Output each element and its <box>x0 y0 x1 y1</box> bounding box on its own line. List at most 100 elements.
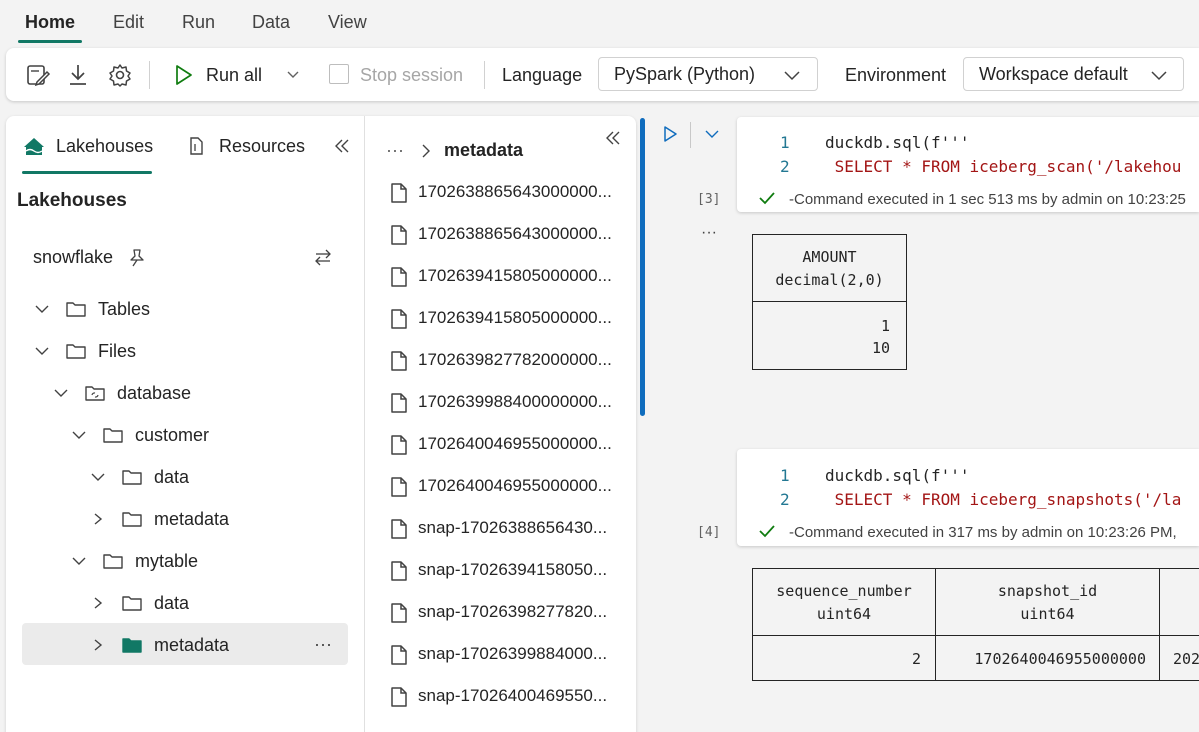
file-name: snap-17026398277820... <box>418 602 608 621</box>
table-column-divider <box>935 569 936 680</box>
file-name: 1702640046955000000... <box>418 434 612 453</box>
menu-home[interactable]: Home <box>25 12 76 32</box>
resources-file-icon <box>190 137 203 155</box>
file-name: snap-17026400469550... <box>418 686 608 705</box>
file-list-item[interactable]: snap-17026394158050... <box>389 550 634 592</box>
run-cell-play-icon[interactable] <box>661 124 679 144</box>
file-list-item[interactable]: 1702638865643000000... <box>389 172 634 214</box>
stop-session-checkbox[interactable] <box>329 64 349 84</box>
chevron-right-icon[interactable] <box>89 637 107 653</box>
table-header-type: uint64 <box>1020 605 1075 623</box>
tree-item-mytable-metadata[interactable]: metadata <box>89 625 339 665</box>
file-name: 1702638865643000000... <box>418 224 612 243</box>
file-icon <box>391 645 407 665</box>
switch-lakehouse-icon[interactable] <box>313 247 333 267</box>
chevron-down-icon[interactable] <box>33 301 51 317</box>
tree-label: data <box>154 593 190 613</box>
file-list-item[interactable]: 1702639988400000000... <box>389 382 634 424</box>
environment-value: Workspace default <box>979 64 1128 84</box>
file-list-item[interactable]: snap-17026399884000... <box>389 634 634 676</box>
run-all-button[interactable]: Run all <box>206 65 263 85</box>
table-cell: 202 <box>1173 650 1199 668</box>
table-header: AMOUNT <box>802 248 857 266</box>
file-list-item[interactable]: snap-17026388656430... <box>389 508 634 550</box>
execution-count: [3] <box>697 192 721 207</box>
chevron-right-icon[interactable] <box>89 595 107 611</box>
code-line-2[interactable]: SELECT * FROM iceberg_scan('/lakehou <box>825 157 1182 176</box>
file-list-item[interactable]: 1702639827782000000... <box>389 340 634 382</box>
tree-item-mytable-data[interactable]: data <box>89 583 339 623</box>
folder-icon <box>66 302 86 317</box>
table-cell: 10 <box>871 339 890 357</box>
file-icon <box>391 519 407 539</box>
tree-item-mytable[interactable]: mytable <box>70 541 340 581</box>
file-icon <box>391 603 407 623</box>
file-name: 1702639415805000000... <box>418 266 612 285</box>
menu-data[interactable]: Data <box>252 12 291 32</box>
code-cell-2[interactable]: 1 duckdb.sql(f''' 2 SELECT * FROM iceber… <box>737 449 1199 546</box>
download-icon[interactable] <box>65 62 91 88</box>
tree-item-database[interactable]: database <box>52 373 342 413</box>
edit-notebook-icon[interactable] <box>25 62 51 88</box>
code-line-2[interactable]: SELECT * FROM iceberg_snapshots('/la <box>825 490 1182 509</box>
file-icon <box>391 561 407 581</box>
file-list-item[interactable]: 1702640046955000000... <box>389 424 634 466</box>
folder-icon <box>66 344 86 359</box>
file-list-item[interactable]: 1702639415805000000... <box>389 256 634 298</box>
pin-icon[interactable] <box>128 248 146 268</box>
chevron-down-icon[interactable] <box>70 553 88 569</box>
file-icon <box>391 477 407 497</box>
lakehouse-name[interactable]: snowflake <box>33 247 114 267</box>
environment-dropdown[interactable]: Workspace default <box>963 57 1184 91</box>
tab-resources[interactable]: Resources <box>219 136 306 156</box>
play-icon[interactable] <box>170 62 196 88</box>
settings-gear-icon[interactable] <box>107 62 133 88</box>
table-column-divider <box>1159 569 1160 680</box>
file-icon <box>391 183 407 203</box>
tree-item-files[interactable]: Files <box>33 331 333 371</box>
file-list-item[interactable]: snap-17026398277820... <box>389 592 634 634</box>
more-options-icon[interactable]: ··· <box>314 634 332 654</box>
panel-divider <box>364 116 365 732</box>
tree-item-customer[interactable]: customer <box>70 415 340 455</box>
success-check-icon <box>759 192 775 205</box>
execution-status: -Command executed in 1 sec 513 ms by adm… <box>789 191 1186 208</box>
toolbar-separator <box>484 61 485 89</box>
code-line-1[interactable]: duckdb.sql(f''' <box>825 466 970 485</box>
file-name: 1702639988400000000... <box>418 392 612 411</box>
code-cell-1[interactable]: 1 duckdb.sql(f''' 2 SELECT * FROM iceber… <box>737 117 1199 212</box>
file-list-item[interactable]: 1702640046955000000... <box>389 466 634 508</box>
code-line-1[interactable]: duckdb.sql(f''' <box>825 133 970 152</box>
tree-label: metadata <box>154 509 230 529</box>
tree-item-customer-metadata[interactable]: metadata <box>89 499 339 539</box>
table-divider <box>753 635 1199 636</box>
menu-run[interactable]: Run <box>182 12 216 32</box>
chevron-down-icon[interactable] <box>70 427 88 443</box>
chevron-down-icon[interactable] <box>52 385 70 401</box>
file-list-item[interactable]: 1702639415805000000... <box>389 298 634 340</box>
breadcrumb-ellipsis[interactable]: ··· <box>386 140 404 160</box>
chevron-right-icon[interactable] <box>89 511 107 527</box>
run-all-chevron-down-icon[interactable] <box>285 66 301 82</box>
result-table-1: AMOUNT decimal(2,0) 1 10 <box>752 234 907 370</box>
tree-item-customer-data[interactable]: data <box>89 457 339 497</box>
output-more-icon[interactable]: ··· <box>701 224 717 241</box>
tab-lakehouses[interactable]: Lakehouses <box>56 136 154 156</box>
chevron-down-icon[interactable] <box>89 469 107 485</box>
table-cell: 2 <box>911 650 921 668</box>
file-list-item[interactable]: 1702638865643000000... <box>389 214 634 256</box>
stop-session-button[interactable]: Stop session <box>360 65 464 85</box>
tree-item-tables[interactable]: Tables <box>33 289 333 329</box>
menu-view[interactable]: View <box>328 12 367 32</box>
file-icon <box>391 687 407 707</box>
collapse-double-chevron-icon[interactable] <box>604 129 622 147</box>
cell-chevron-down-icon[interactable] <box>703 126 721 142</box>
table-header-type: uint64 <box>816 605 872 623</box>
line-number: 2 <box>780 490 790 509</box>
chevron-down-icon <box>1151 71 1167 81</box>
language-dropdown[interactable]: PySpark (Python) <box>598 57 818 91</box>
file-list-item[interactable]: snap-17026400469550... <box>389 676 634 718</box>
chevron-down-icon[interactable] <box>33 343 51 359</box>
collapse-double-chevron-icon[interactable] <box>333 137 351 155</box>
menu-edit[interactable]: Edit <box>113 12 145 32</box>
